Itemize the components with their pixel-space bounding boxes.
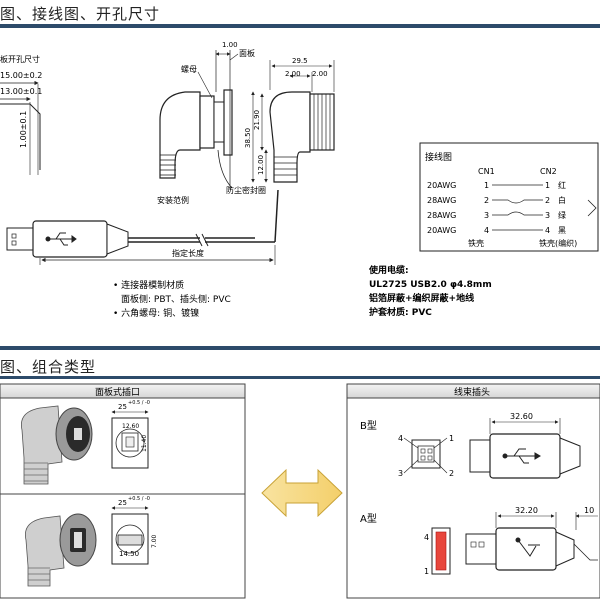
- wiring-row-2-left: 2: [484, 196, 489, 205]
- width-total: 29.5: [292, 57, 308, 65]
- wiring-row-1-awg: 20AWG: [427, 181, 456, 190]
- cable-line4: 护套材质: PVC: [369, 306, 432, 318]
- double-arrow-icon: [261, 468, 343, 518]
- length-label: 指定长度: [172, 248, 204, 258]
- nut-label: 螺母: [181, 64, 197, 74]
- bottom-divider: [0, 376, 600, 379]
- b-pin2: 2: [449, 469, 454, 478]
- usb-plug-drawing: 指定长度: [6, 189, 279, 265]
- cutout-drawing: 板开孔尺寸 15.00±0.2 13.00±0.1 1.00±0.1: [0, 54, 42, 175]
- a-type-socket-image: [25, 513, 97, 587]
- wiring-diagram: 接线图 CN1 CN2 20AWG 1 1 红 28AWG 2 2 白 28AW…: [419, 142, 599, 252]
- b-tolerance: +0.5 / -0: [128, 400, 150, 406]
- cable-line3: 铝箔屏蔽+编织屏蔽+地线: [369, 292, 474, 304]
- a-length: 32.20: [515, 506, 538, 515]
- cutout-label: 板开孔尺寸: [0, 54, 40, 64]
- b-pin3: 3: [398, 469, 403, 478]
- a-dim-top: 25: [118, 499, 127, 507]
- panel-label: 面板: [239, 48, 255, 58]
- bottom-section-title: 图、组合类型: [0, 358, 97, 376]
- height-c: 12.00: [257, 155, 265, 175]
- wiring-row-4-awg: 20AWG: [427, 226, 456, 235]
- wiring-row-3-right: 3: [545, 211, 550, 220]
- a-length-2: 10: [584, 506, 594, 515]
- materials-line3: • 六角螺母: 铜、镀镍: [113, 307, 199, 319]
- cutout-dim-vertical: 1.00±0.1: [19, 111, 28, 148]
- wiring-row-4-right: 4: [545, 226, 550, 235]
- materials-line1: • 连接器模制材质: [113, 279, 184, 291]
- dust-cap-label: 防尘密封圈: [226, 185, 266, 195]
- b-length: 32.60: [510, 412, 533, 421]
- wiring-row-1-right: 1: [545, 181, 550, 190]
- wiring-shell-left: 铁壳: [468, 238, 484, 248]
- a-type-label: A型: [360, 512, 377, 525]
- cutout-dim-inner: 13.00±0.1: [0, 87, 42, 96]
- wiring-row-4-color: 黑: [558, 226, 566, 235]
- b-pin1: 1: [449, 434, 454, 443]
- a-tolerance: +0.5 / -0: [128, 496, 150, 502]
- a-inner-height: 7.00: [151, 534, 158, 548]
- right-panel-header: 线束插头: [454, 386, 490, 398]
- a-pin1: 1: [424, 567, 429, 576]
- wiring-row-2-color: 白: [558, 195, 566, 205]
- b-pin4: 4: [398, 434, 403, 443]
- cable-spec: 使用电缆: UL2725 USB2.0 φ4.8mm 铝箔屏蔽+编织屏蔽+地线 …: [368, 264, 492, 318]
- a-type-cutout-drawing: 25 +0.5 / -0 14.50 7.00: [111, 496, 158, 565]
- cable-line1: 使用电缆:: [368, 264, 409, 276]
- cable-line2: UL2725 USB2.0 φ4.8mm: [369, 280, 492, 290]
- usb-logo-icon: [45, 232, 77, 246]
- a-inner-width: 14.50: [119, 550, 139, 558]
- materials-block: • 连接器模制材质 面板侧: PBT、插头侧: PVC • 六角螺母: 铜、镀镍: [113, 279, 231, 319]
- cutout-dim-outer: 15.00±0.2: [0, 71, 42, 80]
- wiring-row-3-color: 绿: [558, 211, 566, 220]
- wiring-row-3-awg: 28AWG: [427, 211, 456, 220]
- b-dim-top: 25: [118, 403, 127, 411]
- wiring-row-1-left: 1: [484, 181, 489, 190]
- right-angle-connector-drawing: 1.00 面板 螺母 安装范例 防尘密封圈: [157, 41, 266, 205]
- panel-thickness: 1.00: [222, 41, 238, 49]
- wiring-cn2: CN2: [540, 167, 557, 176]
- wiring-cn1: CN1: [478, 167, 495, 176]
- a-pin4: 4: [424, 533, 429, 542]
- wiring-row-4-left: 4: [484, 226, 489, 235]
- b-type-plug-drawing: B型 4 1 3 2 32.60: [360, 412, 581, 479]
- b-type-cutout-drawing: 25 +0.5 / -0 12.60 11.40: [111, 400, 150, 469]
- wiring-title: 接线图: [425, 151, 452, 163]
- top-divider: [0, 24, 600, 28]
- materials-line2: 面板侧: PBT、插头侧: PVC: [121, 293, 231, 305]
- top-section-title: 图、接线图、开孔尺寸: [0, 5, 161, 23]
- b-inner-width: 12.60: [122, 423, 139, 430]
- b-type-socket-image: [21, 405, 93, 485]
- height-b: 38.50: [244, 128, 252, 148]
- left-panel-header: 面板式插口: [95, 386, 140, 398]
- connector-side-view: 29.5 2.00 2.00 21.90 38.50 12.00: [244, 57, 335, 183]
- right-panel: [346, 383, 600, 599]
- wiring-row-2-right: 2: [545, 196, 550, 205]
- wiring-row-1-color: 红: [558, 180, 566, 190]
- width-b: 2.00: [312, 70, 328, 78]
- b-inner-height: 11.40: [141, 435, 148, 452]
- mount-range-label: 安装范例: [157, 195, 189, 205]
- width-a: 2.00: [285, 70, 301, 78]
- b-type-label: B型: [360, 419, 377, 432]
- height-a: 21.90: [253, 110, 261, 130]
- middle-divider: [0, 346, 600, 350]
- wiring-row-2-awg: 28AWG: [427, 196, 456, 205]
- a-type-plug-drawing: A型 4 1 32.20 10: [360, 506, 598, 576]
- wiring-row-3-left: 3: [484, 211, 489, 220]
- wiring-shell-right: 铁壳(编织): [539, 238, 577, 248]
